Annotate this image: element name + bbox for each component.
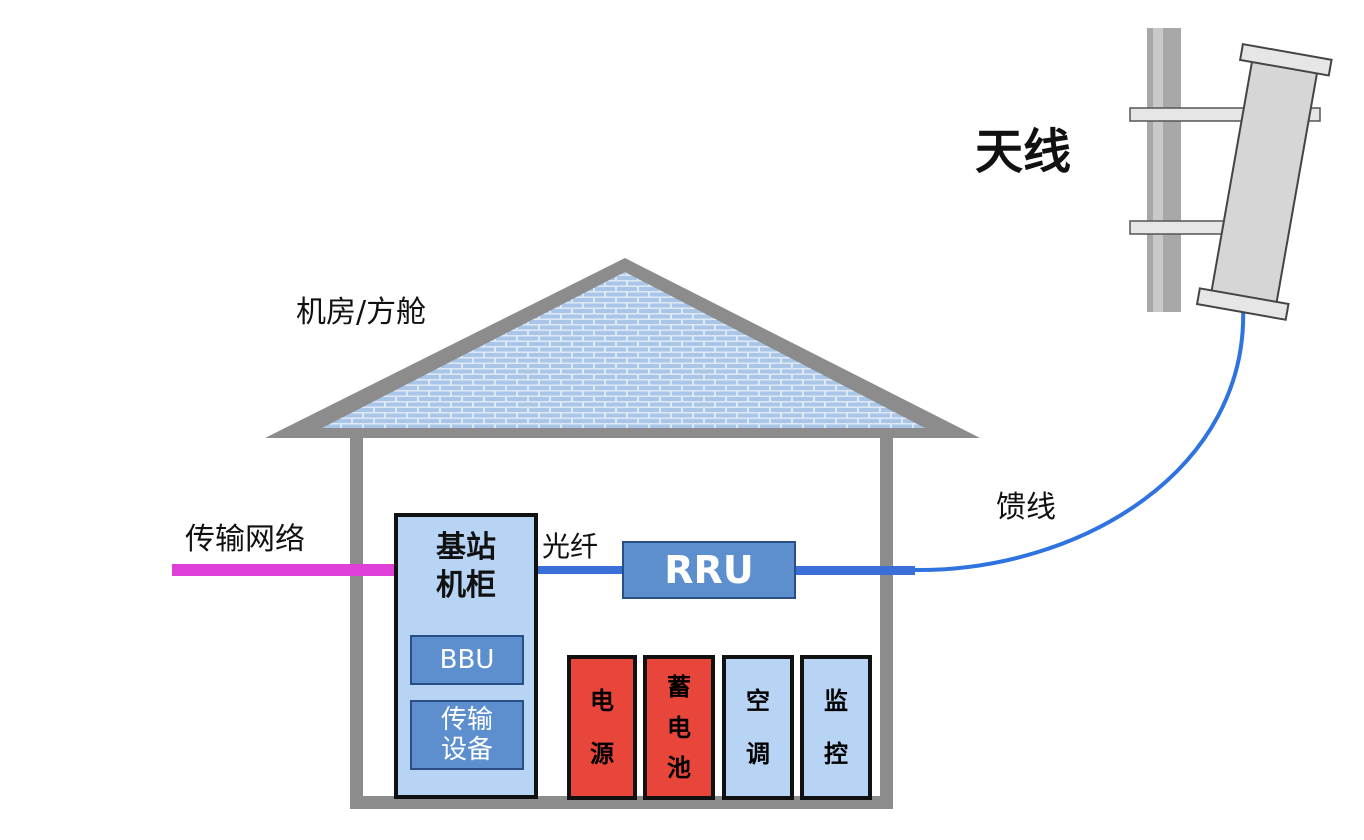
- feeder-label: 馈线: [996, 490, 1056, 525]
- bbu-label: BBU: [439, 645, 495, 675]
- monitoring-char-2: 控: [824, 740, 848, 769]
- monitoring-char-1: 监: [824, 686, 848, 715]
- power-supply-box: 电 源: [567, 655, 637, 800]
- room-label: 机房/方舱: [296, 295, 427, 330]
- cabinet-title-line2: 机柜: [436, 568, 496, 603]
- fiber-label: 光纤: [542, 530, 599, 563]
- transport-equipment-module: 传输 设备: [410, 700, 524, 770]
- antenna-label: 天线: [975, 124, 1072, 180]
- battery-char-3: 池: [667, 753, 691, 782]
- house-right-wall: [880, 438, 893, 808]
- base-station-cabinet: 基站 机柜 BBU 传输 设备: [394, 513, 538, 799]
- cabinet-title-line1: 基站: [436, 530, 496, 565]
- feeder-cable: [912, 304, 1246, 573]
- air-conditioner-char-2: 调: [746, 740, 770, 769]
- antenna-pole: [1147, 28, 1181, 312]
- power-supply-char-1: 电: [590, 686, 614, 715]
- cabinet-title: 基站 机柜: [398, 529, 534, 605]
- rru-label: RRU: [664, 548, 754, 592]
- antenna-panel: [1195, 42, 1333, 321]
- battery-box: 蓄 电 池: [643, 655, 715, 800]
- air-conditioner-box: 空 调: [722, 655, 794, 800]
- air-conditioner-char-1: 空: [746, 686, 770, 715]
- transport-equipment-line2: 设备: [440, 735, 493, 765]
- rru-unit: RRU: [622, 541, 796, 599]
- fiber-line: [535, 566, 625, 574]
- rru-feeder-stub: [795, 566, 915, 575]
- battery-char-1: 蓄: [667, 673, 691, 702]
- monitoring-box: 监 控: [800, 655, 872, 800]
- house-left-wall: [350, 438, 363, 808]
- power-supply-char-2: 源: [590, 740, 614, 769]
- antenna-bracket-lower: [1129, 220, 1231, 235]
- transport-network-line: [172, 564, 397, 576]
- bbu-module: BBU: [410, 635, 524, 685]
- roof-brick-fill: [322, 272, 925, 428]
- transport-network-label: 传输网络: [185, 522, 305, 557]
- transport-equipment-line1: 传输: [440, 705, 493, 735]
- battery-char-2: 电: [667, 713, 691, 742]
